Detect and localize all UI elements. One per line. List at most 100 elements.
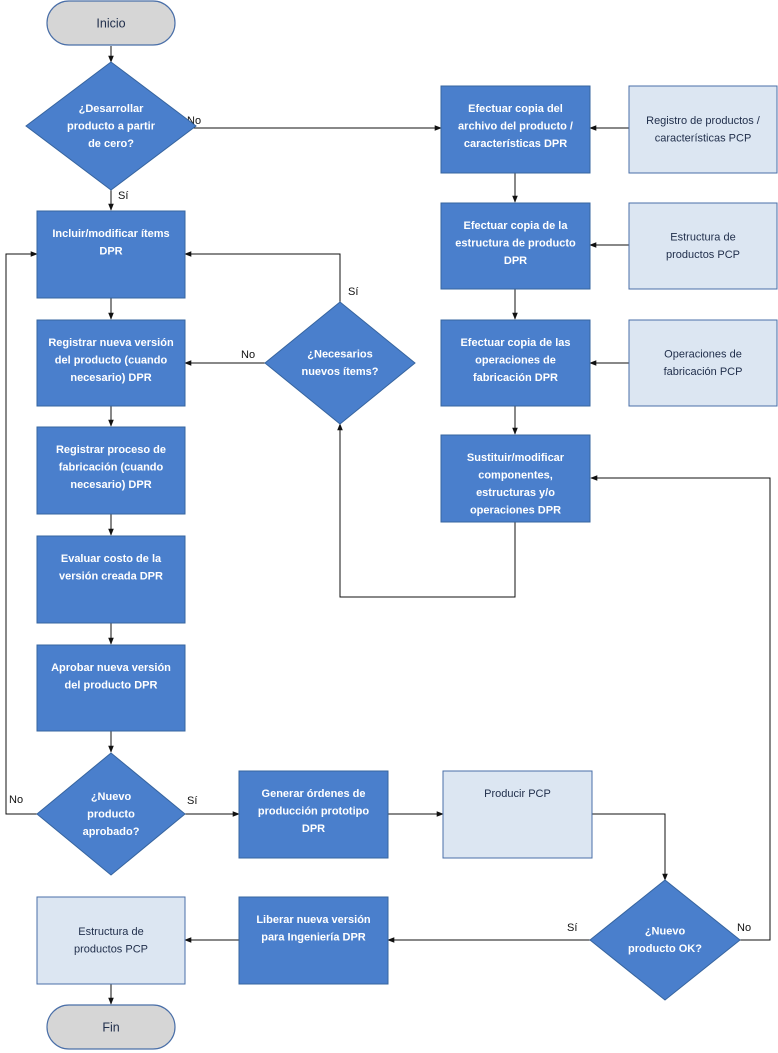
shape-copia-operaciones: [440, 319, 591, 407]
shape-operaciones-pcp: [628, 319, 778, 407]
text-line: Efectuar copia de la: [464, 220, 569, 232]
node-liberar: Liberar nueva versión para Ingeniería DPR: [238, 896, 389, 985]
text-line: Inicio: [96, 16, 125, 30]
node-estructura-pcp: Estructura de productos PCP: [628, 202, 778, 290]
text-line: del producto (cuando: [55, 355, 168, 367]
text-line: componentes,: [478, 470, 553, 482]
text-line: Liberar nueva versión: [256, 914, 371, 926]
shape-fin: [46, 1004, 176, 1050]
edge-ok-no-to-sustituir: [590, 475, 771, 941]
text-liberar: Liberar nueva versión para Ingeniería DPR: [256, 914, 371, 944]
text-line: Operaciones de: [664, 349, 742, 361]
node-copia-operaciones: Efectuar copia de las operaciones de fabri…: [440, 319, 591, 407]
text-line: Incluir/modificar ítems: [52, 228, 169, 240]
edge-necesarios-si-to-incluir: [184, 251, 341, 302]
node-sustituir: Sustituir/modificar componentes, estructur…: [440, 434, 591, 523]
text-line: productos PCP: [666, 249, 740, 261]
text-line: operaciones DPR: [470, 505, 561, 517]
node-necesarios: ¿Necesarios nuevos ítems?: [264, 301, 416, 425]
text-line: Registrar nueva versión: [48, 337, 174, 349]
shape-evaluar: [36, 535, 186, 624]
shape-nuevo-ok: [589, 879, 741, 1001]
text-copia-archivo: Efectuar copia del archivo del producto /…: [458, 103, 573, 150]
shape-desarrollar: [25, 61, 197, 191]
node-producir: Producir PCP: [442, 770, 593, 859]
text-producir: Producir PCP: [484, 788, 551, 800]
shape-copia-archivo: [440, 85, 591, 174]
text-line: productos PCP: [74, 944, 148, 956]
label-aprobado-no: No: [9, 794, 23, 806]
node-estructura-final: Estructura de productos PCP: [36, 896, 186, 985]
text-inicio: Inicio: [96, 16, 125, 30]
text-copia-operaciones: Efectuar copia de las operaciones de fabri…: [460, 337, 570, 384]
text-registro-productos: Registro de productos /características P…: [646, 115, 761, 145]
text-line: de cero?: [88, 138, 134, 150]
text-line: ¿Nuevo: [645, 926, 686, 938]
text-line: versión creada DPR: [59, 571, 163, 583]
text-line: del producto DPR: [65, 680, 158, 692]
text-line: Estructura de: [78, 926, 143, 938]
text-line: Registro de productos /: [646, 115, 761, 127]
text-line: ¿Necesarios: [307, 349, 372, 361]
text-line: Efectuar copia de las: [460, 337, 570, 349]
connectors: [5, 46, 771, 1005]
text-line: estructuras y/o: [476, 487, 555, 499]
shape-registrar-proceso: [36, 426, 186, 515]
text-line: DPR: [302, 823, 325, 835]
text-fin: Fin: [102, 1020, 119, 1034]
text-line: Sustituir/modificar: [467, 452, 565, 464]
text-necesarios: ¿Necesarios nuevos ítems?: [301, 349, 378, 379]
edge-producir-to-nuevo-ok: [592, 813, 668, 881]
text-line: DPR: [504, 255, 527, 267]
node-registro-productos: Registro de productos /características P…: [628, 85, 778, 174]
text-line: necesario) DPR: [70, 479, 151, 491]
shape-estructura-final: [36, 896, 186, 985]
shape-incluir: [36, 210, 186, 299]
text-line: Estructura de: [670, 232, 735, 244]
shape-aprobar: [36, 644, 186, 732]
text-line: ¿Nuevo: [91, 791, 132, 803]
text-line: Generar órdenes de: [262, 788, 366, 800]
shape-sustituir: [440, 434, 591, 523]
label-ok-no: No: [737, 922, 751, 934]
label-aprobado-si: Sí: [187, 795, 197, 807]
text-line: Efectuar copia del: [468, 103, 563, 115]
shape-estructura-pcp: [628, 202, 778, 290]
text-line: Fin: [102, 1020, 119, 1034]
text-line: fabricación DPR: [473, 372, 558, 384]
edge-aprobado-no-to-incluir: [5, 251, 38, 815]
node-fin: Fin: [46, 1004, 176, 1050]
text-line: características DPR: [464, 138, 567, 150]
text-line: nuevos ítems?: [301, 366, 378, 378]
text-line: Registrar proceso de: [56, 444, 166, 456]
text-line: ¿Desarrollar: [79, 103, 145, 115]
label-desarrollar-si: Sí: [118, 190, 128, 202]
shape-registro-productos: [628, 85, 778, 174]
shape-inicio: [46, 0, 176, 46]
text-line: archivo del producto /: [458, 121, 573, 133]
label-ok-si: Sí: [567, 922, 577, 934]
text-line: producción prototipo: [258, 806, 369, 818]
node-copia-archivo: Efectuar copia del archivo del producto /…: [440, 85, 591, 174]
text-estructura-pcp: Estructura de productos PCP: [666, 232, 740, 262]
text-line: operaciones de: [475, 355, 556, 367]
text-line: Evaluar costo de la: [61, 553, 162, 565]
shape-necesarios: [264, 301, 416, 425]
node-evaluar: Evaluar costo de la versión creada DPR: [36, 535, 186, 624]
node-inicio: Inicio: [46, 0, 176, 46]
text-line: para Ingeniería DPR: [261, 932, 366, 944]
